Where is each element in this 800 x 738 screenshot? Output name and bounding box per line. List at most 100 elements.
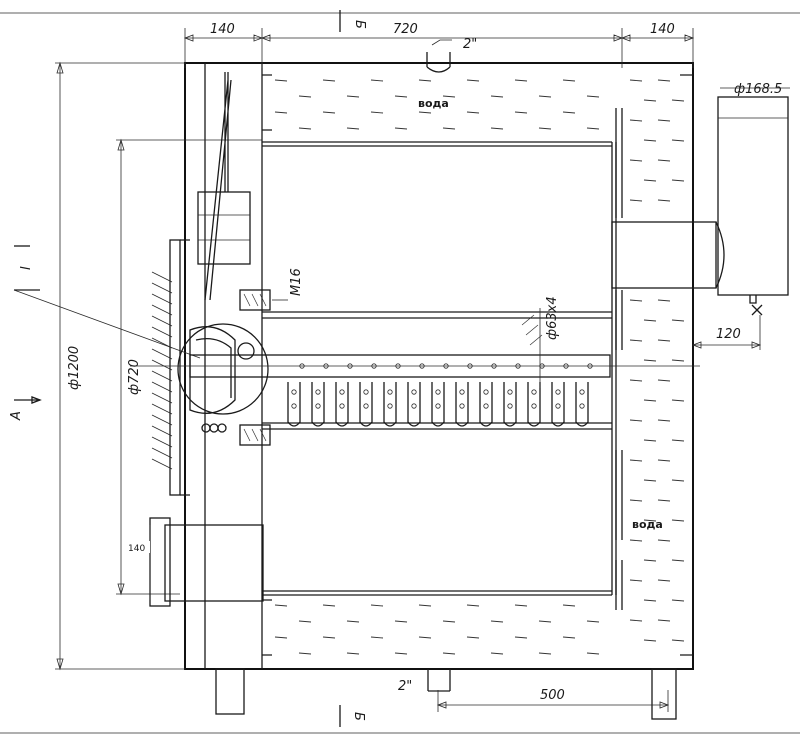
shaft-hole [395, 363, 401, 369]
water-mark [643, 139, 657, 142]
water-mark [629, 79, 643, 82]
water-mark [657, 339, 671, 342]
tube-hole [555, 403, 561, 409]
heating-tube [479, 382, 493, 427]
water-mark [671, 139, 685, 142]
bottom-assembly: 2" Б 500 [215, 668, 677, 727]
water-mark [322, 79, 336, 82]
tube-hole [315, 389, 321, 395]
tube-hole [339, 389, 345, 395]
water-mark [671, 439, 685, 442]
water-mark [490, 652, 504, 655]
water-mark [418, 79, 432, 82]
water-mark [643, 479, 657, 482]
water-mark [490, 127, 504, 130]
fin [151, 458, 173, 470]
heating-tube [335, 382, 349, 427]
water-mark [629, 119, 643, 122]
fin [151, 348, 173, 360]
water-mark [629, 499, 643, 502]
tube-hole [459, 389, 465, 395]
water-mark [629, 159, 643, 162]
dim-top-left: 140 [210, 22, 235, 37]
tube-hole [579, 389, 585, 395]
fin [151, 447, 173, 459]
tube-hole [363, 389, 369, 395]
water-mark [586, 620, 600, 623]
fin [151, 414, 173, 426]
water-mark [671, 179, 685, 182]
tube-hole [579, 403, 585, 409]
tube-hole [483, 389, 489, 395]
tube-hole [435, 389, 441, 395]
fin [151, 403, 173, 415]
dim-top-right: 140 [650, 22, 675, 37]
water-mark [643, 99, 657, 102]
water-mark [394, 95, 408, 98]
dim-top-pipe: 2" [463, 37, 477, 52]
heating-tube [503, 382, 517, 427]
water-mark [274, 79, 288, 82]
fin [151, 370, 173, 382]
shaft-hole [467, 363, 473, 369]
tube-hole [339, 403, 345, 409]
water-mark [629, 339, 643, 342]
water-mark [671, 359, 685, 362]
water-mark [657, 499, 671, 502]
right-outlet: ф168.5 120 [611, 82, 790, 350]
tube-hole [531, 389, 537, 395]
water-mark [298, 95, 312, 98]
shaft-hole [491, 363, 497, 369]
water-mark [643, 179, 657, 182]
fin [151, 392, 173, 404]
heating-tube [455, 382, 469, 427]
water-mark [671, 519, 685, 522]
water-mark [586, 652, 600, 655]
water-mark [562, 604, 576, 607]
water-mark [586, 95, 600, 98]
water-mark [671, 399, 685, 402]
water-mark [643, 319, 657, 322]
water-mark [346, 127, 360, 130]
dim-left-box: 140 [128, 544, 145, 554]
water-mark [629, 419, 643, 422]
tube-hole [363, 403, 369, 409]
water-mark [394, 127, 408, 130]
shaft-hole [419, 363, 425, 369]
tube-hole [555, 389, 561, 395]
water-mark [657, 619, 671, 622]
section-mark-bottom: Б [351, 712, 366, 721]
water-mark [322, 636, 336, 639]
water-mark [370, 79, 384, 82]
heating-tube [551, 382, 565, 427]
fin [151, 293, 173, 305]
water-mark [418, 111, 432, 114]
water-mark [629, 459, 643, 462]
left-box: 140 [128, 517, 264, 607]
water-mark [643, 639, 657, 642]
dim-bottom-pipe: 2" [398, 679, 412, 694]
water-mark [671, 599, 685, 602]
water-mark [370, 111, 384, 114]
water-mark [657, 159, 671, 162]
fin [151, 337, 173, 349]
water-mark [322, 604, 336, 607]
water-mark [629, 199, 643, 202]
water-mark [629, 379, 643, 382]
water-mark [442, 620, 456, 623]
dim-top-center: 720 [393, 22, 418, 37]
tube-hole [459, 403, 465, 409]
shaft-hole [323, 363, 329, 369]
fin [151, 381, 173, 393]
dim-right-offset: 120 [716, 327, 741, 342]
detail-mark: I [19, 266, 34, 270]
water-mark [657, 579, 671, 582]
dim-inner-diameter: ф720 [127, 359, 142, 395]
tube-hole [435, 403, 441, 409]
tube-hole [483, 403, 489, 409]
water-mark [538, 127, 552, 130]
top-dimensions: 140 720 140 Б 2" [183, 10, 695, 73]
water-mark [657, 379, 671, 382]
water-mark [442, 652, 456, 655]
water-mark [274, 111, 288, 114]
